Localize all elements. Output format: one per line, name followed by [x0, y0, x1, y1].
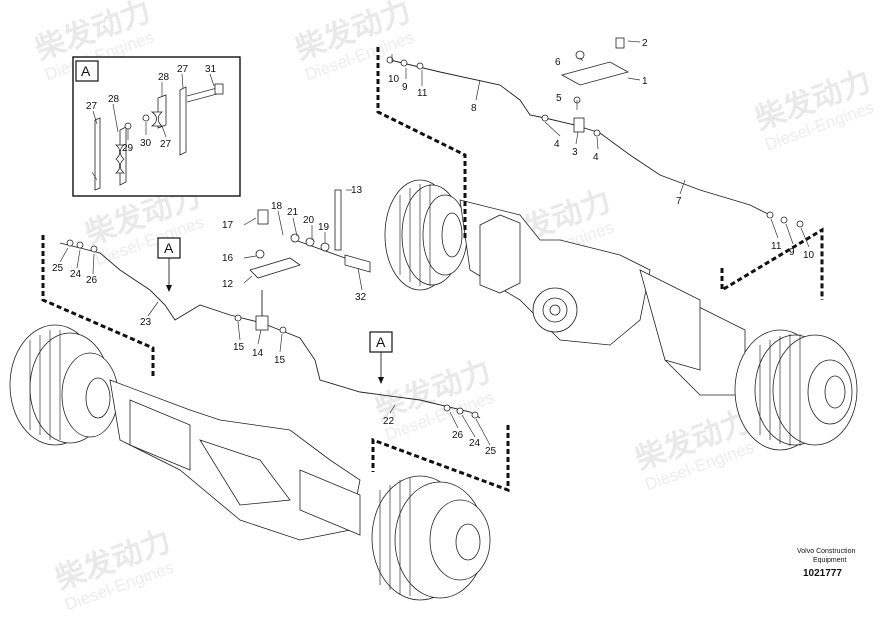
callout-22: 22 — [383, 416, 395, 427]
callout-8: 8 — [471, 103, 477, 114]
brand-line-1: Volvo Construction — [797, 548, 855, 555]
callout-31: 31 — [205, 64, 217, 75]
front-axle — [9, 324, 491, 601]
fittings — [66, 37, 804, 419]
brand-line-2: Equipment — [813, 557, 847, 564]
callout-27: 27 — [86, 101, 98, 112]
section-flag-a: A — [369, 331, 393, 384]
document-number: 1021777 — [803, 568, 842, 579]
callout-9: 9 — [789, 247, 795, 258]
callout-18: 18 — [271, 201, 283, 212]
callout-3: 3 — [572, 147, 578, 158]
flag-a-label: A — [164, 240, 174, 256]
callout-5: 5 — [556, 93, 562, 104]
callout-15: 15 — [274, 355, 286, 366]
leader-lines — [59, 40, 810, 446]
callout-32: 32 — [355, 292, 367, 303]
callout-10: 10 — [803, 250, 815, 261]
callouts: 10 9 11 8 5 6 2 1 4 3 4 7 11 9 10 13 18 … — [52, 38, 815, 457]
callout-30: 30 — [140, 138, 152, 149]
callout-19: 19 — [318, 222, 330, 233]
callout-28: 28 — [108, 94, 120, 105]
callout-1: 1 — [642, 76, 648, 87]
callout-21: 21 — [287, 207, 299, 218]
callout-24: 24 — [469, 438, 481, 449]
callout-23: 23 — [140, 317, 152, 328]
callout-15: 15 — [233, 342, 245, 353]
detail-view-a: A 28 27 31 27 28 29 30 27 — [72, 56, 241, 197]
footer: Volvo Construction Equipment 1021777 — [797, 548, 855, 579]
callout-14: 14 — [252, 348, 264, 359]
callout-11: 11 — [417, 88, 428, 99]
section-flag-a: A — [157, 237, 181, 292]
break-lines — [41, 47, 824, 493]
rear-axle — [384, 179, 858, 451]
callout-25: 25 — [485, 446, 497, 457]
callout-26: 26 — [86, 275, 98, 286]
callout-2: 2 — [642, 38, 648, 49]
callout-16: 16 — [222, 253, 234, 264]
callout-13: 13 — [351, 185, 363, 196]
callout-6: 6 — [555, 57, 561, 68]
callout-4: 4 — [593, 152, 599, 163]
flag-a-label: A — [376, 334, 386, 350]
callout-4: 4 — [554, 139, 560, 150]
callout-11: 11 — [771, 241, 782, 252]
callout-12: 12 — [222, 279, 234, 290]
callout-29: 29 — [122, 143, 134, 154]
callout-9: 9 — [402, 82, 408, 93]
callout-25: 25 — [52, 263, 64, 274]
callout-17: 17 — [222, 220, 234, 231]
callout-28: 28 — [158, 72, 170, 83]
callout-26: 26 — [452, 430, 464, 441]
callout-27: 27 — [160, 139, 172, 150]
callout-20: 20 — [303, 215, 315, 226]
detail-label: A — [81, 63, 91, 79]
callout-24: 24 — [70, 269, 82, 280]
callout-27: 27 — [177, 64, 189, 75]
callout-7: 7 — [676, 196, 682, 207]
callout-10: 10 — [388, 74, 400, 85]
